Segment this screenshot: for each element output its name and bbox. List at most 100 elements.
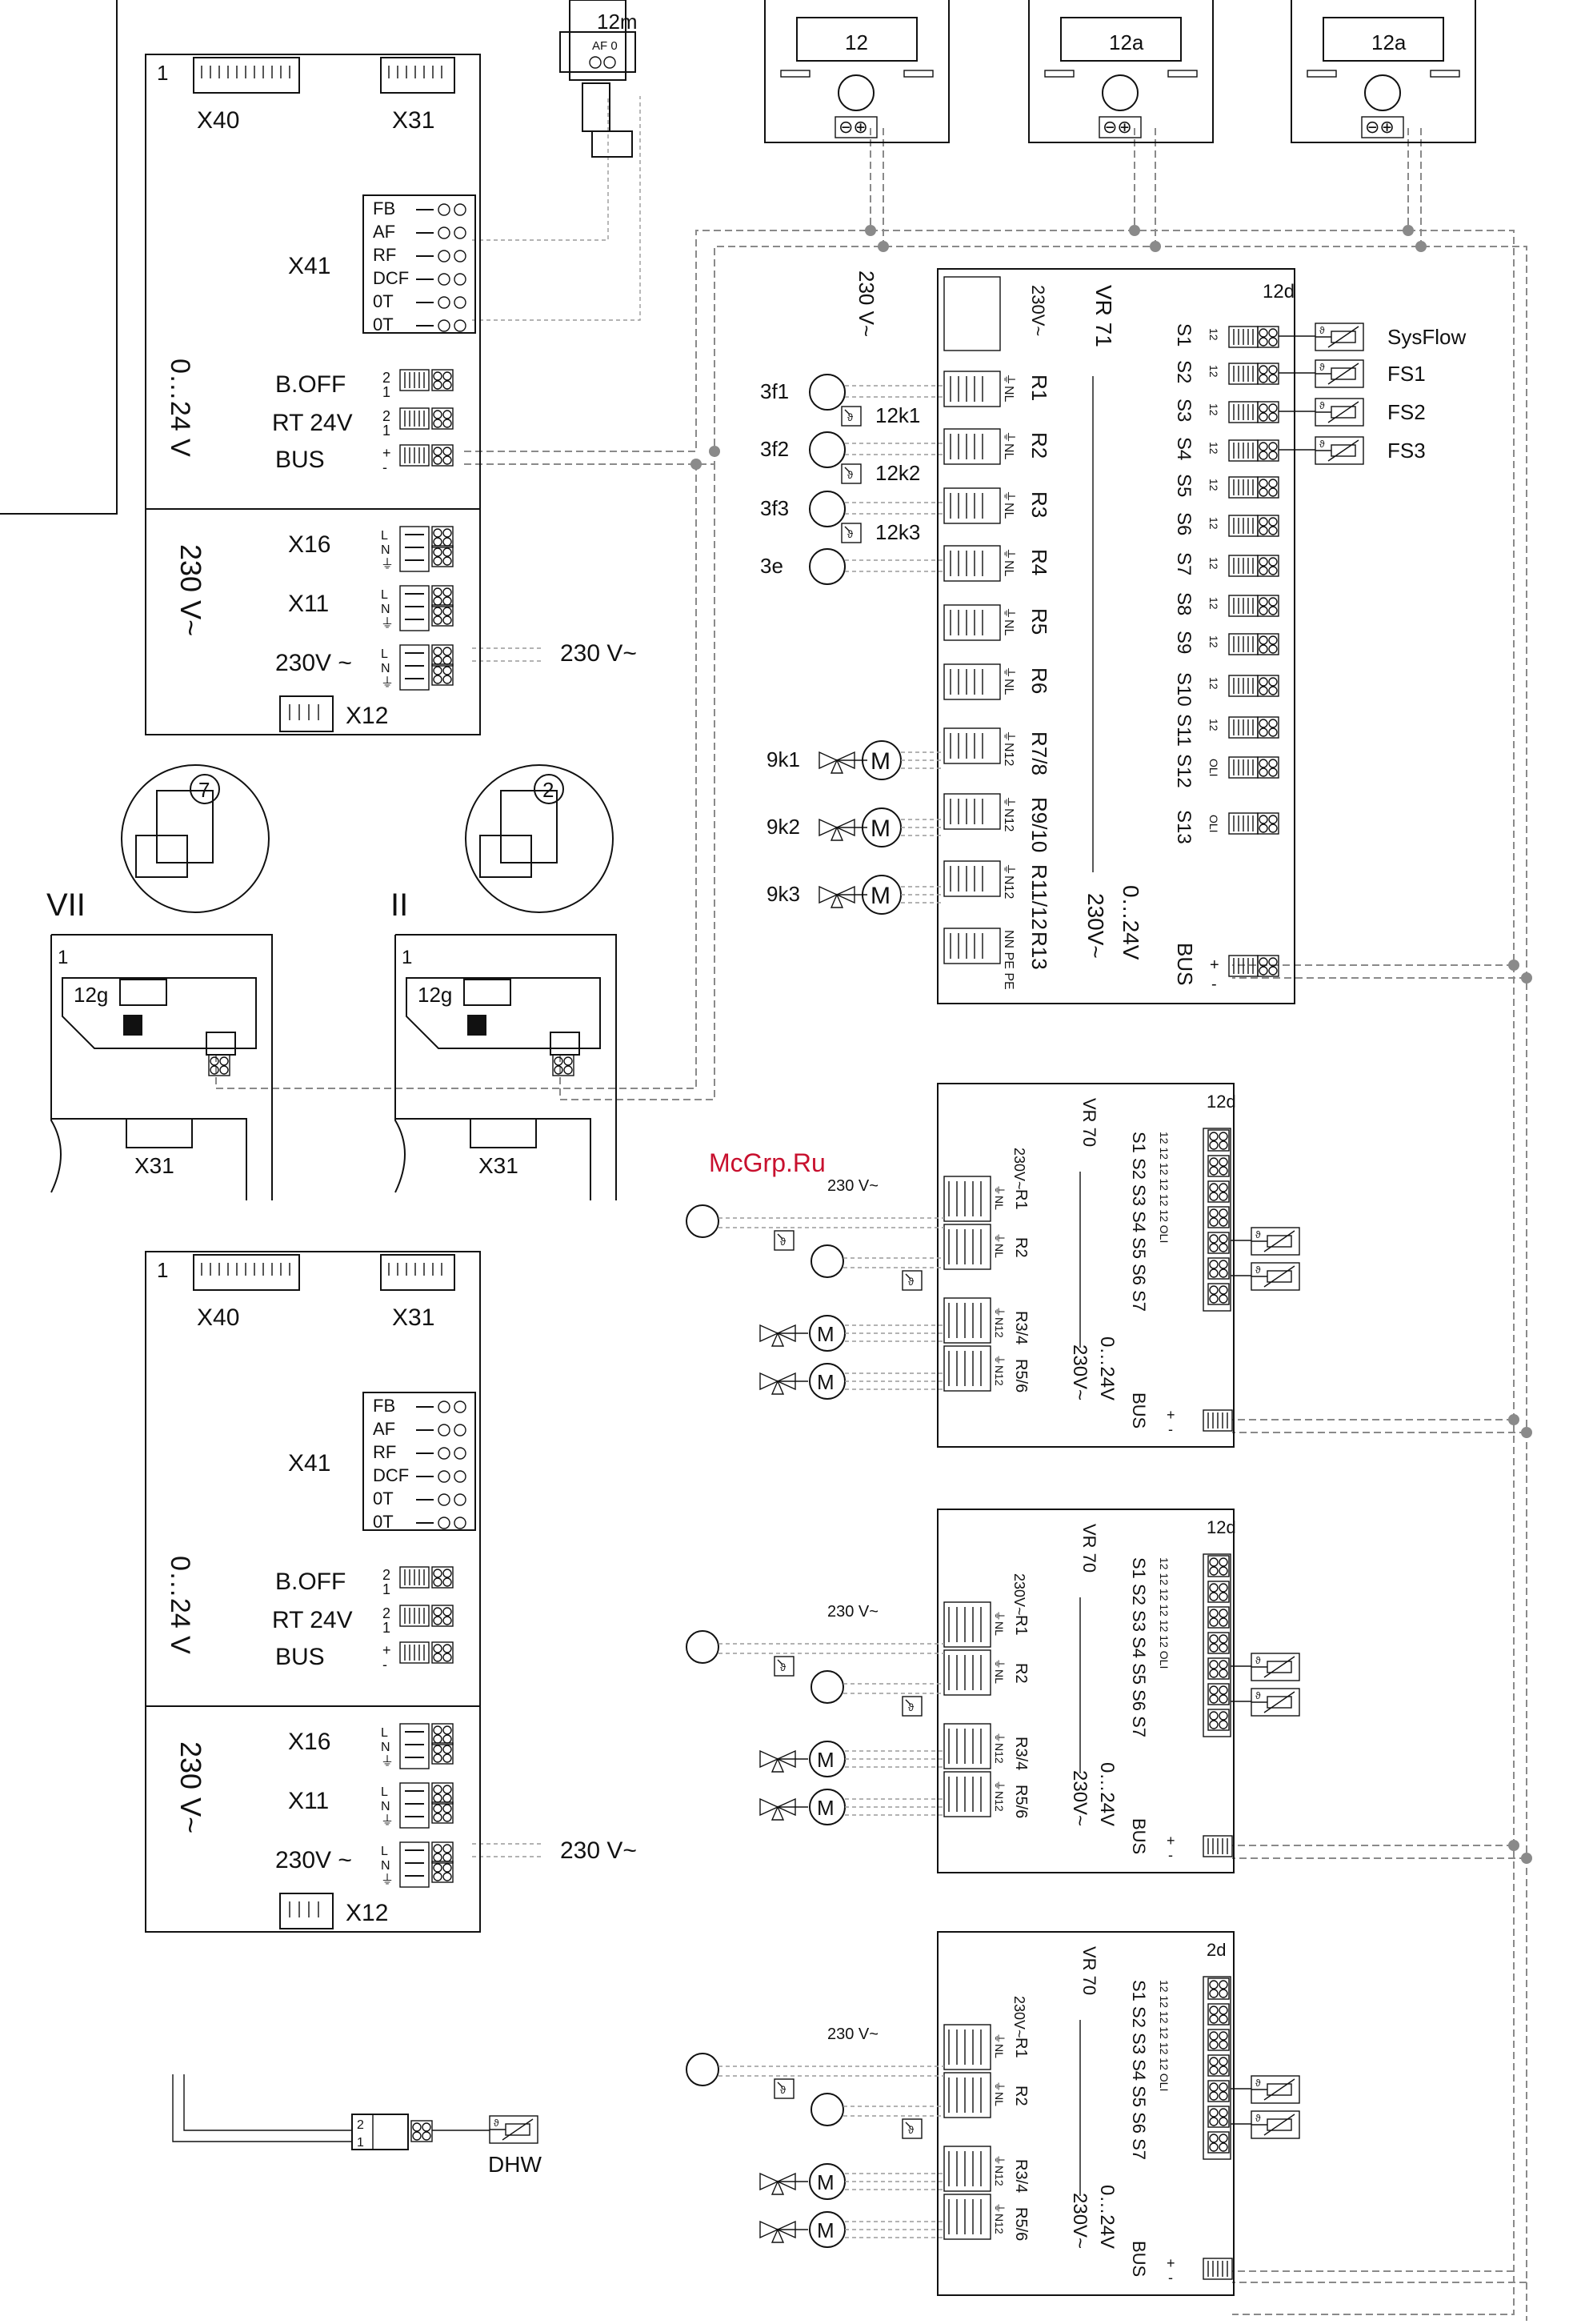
bus-plus: +: [1167, 1407, 1175, 1423]
vr70-supply-label: 230 V~: [827, 1177, 879, 1195]
screw-terminal: [431, 663, 454, 686]
sensor-pin-label: 12: [1207, 635, 1220, 648]
screw-terminal: [1207, 1257, 1230, 1280]
relay-label: R2: [1027, 432, 1051, 459]
relay-pin-label: ⏚N12: [1002, 795, 1016, 831]
sensor-pin-label: OLI: [1207, 815, 1220, 833]
valve-icon: [759, 1324, 809, 1347]
relay-label: R6: [1027, 667, 1051, 694]
lne-pin: L: [381, 529, 388, 543]
pump-label: 3f2: [760, 437, 789, 461]
relay-icon: [902, 1270, 923, 1291]
pin-label: 1: [382, 423, 390, 439]
pin-label: -: [382, 1657, 387, 1673]
pump-icon: [809, 548, 846, 585]
vr71-bus-minus: -: [1211, 976, 1217, 993]
screw-terminal: [431, 585, 454, 607]
relay-pin-label: ⏚N12: [993, 1306, 1006, 1338]
lne-pin: ⏚: [381, 1754, 394, 1769]
vr70-supply-terminal: 230V~: [1011, 1573, 1027, 1616]
lne-pin: L: [381, 1726, 388, 1740]
relay-label: R5/6: [1012, 1359, 1030, 1392]
x41-pin: FB: [373, 1396, 395, 1416]
screw-terminal: [431, 1861, 454, 1883]
board-rt24: RT 24V: [272, 1607, 353, 1633]
sensor-label: S1: [1173, 323, 1195, 347]
valve-icon: [759, 1372, 809, 1395]
controller-bus-terminal: ⊖⊕: [1103, 117, 1132, 137]
pin-label: 2: [382, 408, 390, 424]
board-number: 1: [157, 61, 168, 85]
valve-icon: [759, 2221, 809, 2243]
vr70-address: 12d: [1207, 1517, 1236, 1537]
relay-label: R3/4: [1012, 1737, 1030, 1770]
screw-terminal: [1207, 1657, 1230, 1680]
pin-label: 1: [382, 1620, 390, 1636]
vr71-mains: 230V~: [1083, 893, 1108, 959]
terminal-block: [399, 1641, 430, 1664]
board-number: 1: [402, 947, 412, 968]
pump: 3f2 12k2: [760, 431, 944, 485]
room-controller: 12 ⊖⊕: [764, 0, 950, 143]
x41-pin: RF: [373, 1442, 396, 1462]
screw-terminal: [1257, 439, 1279, 462]
mains-supply-label: 230 V~: [560, 640, 637, 667]
x41-pin: 0T: [373, 315, 394, 335]
mains-label: 230 V~: [174, 544, 207, 636]
sensor-pin-labels: 12 12 12 12 12 12 OLI: [1158, 1132, 1171, 1243]
vr71-module: VR 71 12d 230 V~ 230V~ 0…24V 230V~ BUS +…: [760, 268, 1466, 1004]
screw-terminal: [1207, 1232, 1230, 1254]
board-number: 1: [157, 1258, 168, 1282]
screw-terminal: [1207, 1683, 1230, 1705]
relay-pin-label: ⏚NL: [993, 1232, 1006, 1258]
pin-label: 2: [382, 1567, 390, 1583]
sensor-pin-label: 12: [1207, 328, 1220, 341]
motor-label: M: [871, 883, 891, 909]
vr71-temp-sensor: FS1: [1279, 359, 1426, 388]
relay-pin-label: ⏚N12: [1002, 730, 1016, 766]
screw-terminal: [1257, 812, 1279, 835]
screw-terminal: [1257, 476, 1279, 499]
low-voltage-label: 0…24 V: [165, 359, 195, 457]
bus-minus: -: [1168, 1421, 1173, 1437]
connector-x31: X31: [478, 1153, 518, 1178]
relay-pin-label: ⏚NL: [1002, 373, 1016, 403]
controller-bus-terminal: ⊖⊕: [839, 117, 868, 137]
lne-pin: L: [381, 588, 388, 602]
relay-label: R1: [1027, 375, 1051, 401]
screw-terminal: [1207, 1155, 1230, 1177]
valve-label: 9k1: [766, 747, 800, 771]
temperature-sensor-icon: [1315, 359, 1364, 388]
relay-module-label: 12k1: [875, 403, 920, 427]
controller-display: 12: [845, 30, 868, 54]
vr70-low-voltage: 0…24V: [1096, 2185, 1118, 2249]
relay-icon: [841, 463, 862, 484]
relay-pin-label: ⏚NL: [993, 1184, 1006, 1210]
screw-terminal: [1257, 555, 1279, 577]
pump-icon: [809, 374, 846, 411]
room-controller: 12a⊖⊕: [1291, 0, 1476, 143]
pin-label: -: [382, 459, 387, 475]
screw-terminal: [431, 545, 454, 567]
bus-plus: +: [1167, 2255, 1175, 2271]
x41-pin: DCF: [373, 1465, 409, 1485]
sensor-label: S7: [1173, 552, 1195, 575]
relay-module-label: 12k2: [875, 461, 920, 485]
screw-terminal: [431, 1566, 454, 1589]
valve-icon: [819, 751, 868, 774]
screw-terminal: [431, 1641, 454, 1664]
lne-pin: ⏚: [381, 1813, 394, 1828]
board-rt24: RT 24V: [272, 410, 353, 436]
screw-terminal: [431, 1801, 454, 1824]
lne-pin: L: [381, 1785, 388, 1799]
screw-terminal: [1207, 2106, 1230, 2128]
terminal-block: [399, 444, 430, 467]
